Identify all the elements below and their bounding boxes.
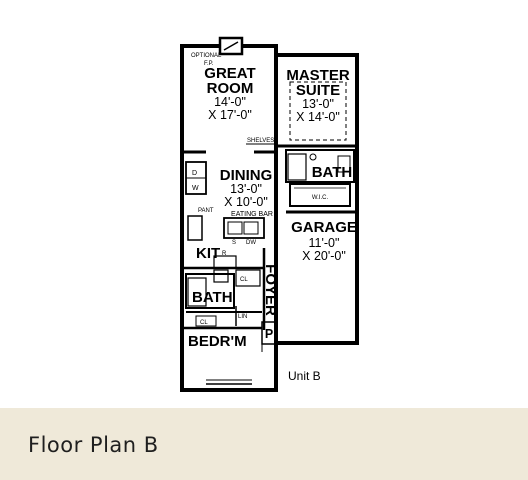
closet-lower-label: CL <box>200 320 208 326</box>
closet-upper-label: CL <box>240 277 248 283</box>
pantry-label: PANT <box>198 208 214 214</box>
garage-dim-1: 11'-0" <box>309 236 340 250</box>
fp-label: F.P. <box>204 61 214 67</box>
bedroom-label: BEDR'M <box>188 333 247 350</box>
unit-label: Unit B <box>288 369 321 383</box>
dining-label: DINING <box>220 167 273 184</box>
dining-dim-2: X 10'-0" <box>224 195 268 209</box>
dining-dim-1: 13'-0" <box>230 182 262 196</box>
caption-bar <box>0 408 528 480</box>
great-room-dim-1: 14'-0" <box>214 95 246 109</box>
dishwasher-label: DW <box>246 240 256 246</box>
garage-dim-2: X 20'-0" <box>302 249 346 263</box>
foyer-label: FOYER <box>262 264 279 316</box>
master-suite-dim-2: X 14'-0" <box>296 110 340 124</box>
sink-label: S <box>232 240 236 246</box>
wic-label: W.I.C. <box>312 195 329 201</box>
great-room-label-2: ROOM <box>207 80 254 97</box>
bath-lower-label: BATH <box>192 289 233 306</box>
eating-bar-label: EATING BAR <box>231 211 273 218</box>
great-room-label-1: GREAT <box>204 65 255 82</box>
master-suite-label-2: SUITE <box>296 82 340 99</box>
floor-plan-drawing: GREAT ROOM 14'-0" X 17'-0" MASTER SUITE … <box>180 36 359 392</box>
bath-upper-label: BATH <box>312 164 353 181</box>
master-suite-label-1: MASTER <box>286 67 350 84</box>
range-label: R <box>222 251 227 257</box>
garage-label: GARAGE <box>291 219 357 236</box>
plan-walls <box>180 36 359 392</box>
floor-plan-area: GREAT ROOM 14'-0" X 17'-0" MASTER SUITE … <box>180 36 359 392</box>
great-room-dim-2: X 17'-0" <box>208 108 252 122</box>
porch-label: P <box>265 327 273 341</box>
shelves-label: SHELVES <box>247 138 274 144</box>
floor-plan-title: Floor Plan B <box>28 433 159 457</box>
kitchen-label: KIT <box>196 245 220 262</box>
master-suite-dim-1: 13'-0" <box>302 97 334 111</box>
dryer-label: D <box>192 170 197 177</box>
linen-label: LIN <box>238 314 247 320</box>
optional-label: OPTIONAL <box>191 53 222 59</box>
washer-label: W <box>192 185 199 192</box>
